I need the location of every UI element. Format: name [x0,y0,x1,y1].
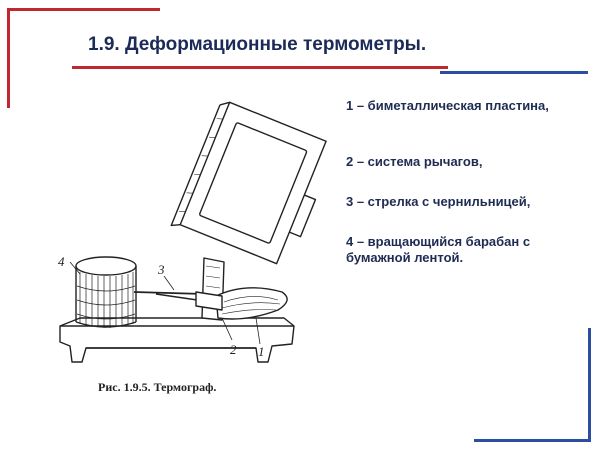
figure-label-3: 3 [157,262,165,277]
blue-vertical-line [588,328,591,442]
page-title: 1.9. Деформационные термометры. [88,34,427,55]
legend-item-2: 2 – система рычагов, [346,154,483,169]
blue-title-underline [440,71,588,74]
figure-label-4: 4 [58,254,65,269]
legend-item-4: 4 – вращающийся барабан с бумажной ленто… [346,234,531,265]
red-title-underline [72,66,448,69]
blue-horizontal-line [474,439,591,442]
figure-caption: Рис. 1.9.5. Термограф. [98,380,217,394]
legend-item-3: 3 – стрелка с чернильницей, [346,194,531,209]
figure-label-2: 2 [230,342,237,357]
red-vertical-line [7,8,10,108]
red-horizontal-line [7,8,160,11]
legend-item-1: 1 – биметаллическая пластина, [346,98,549,113]
figure-label-1: 1 [258,344,265,359]
thermograph-illustration: 4 3 2 1 [58,101,327,363]
